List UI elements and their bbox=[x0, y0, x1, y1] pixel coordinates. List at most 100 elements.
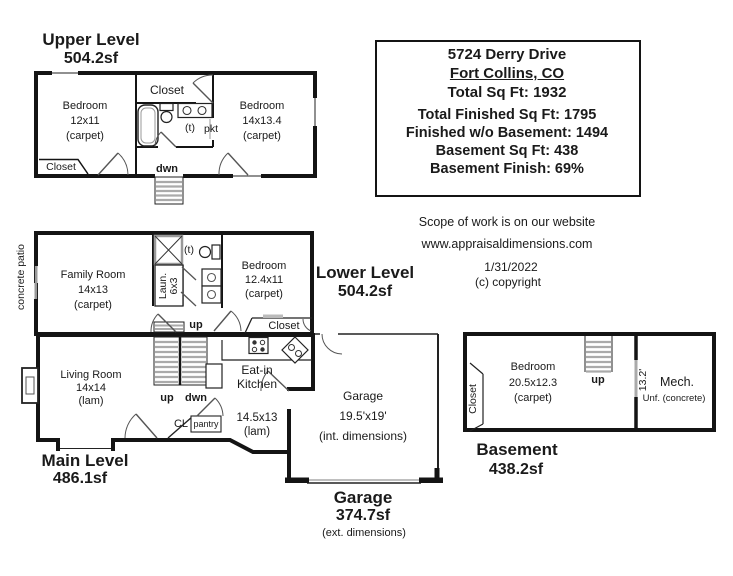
window-marks-upper bbox=[52, 70, 318, 179]
main-level-area: 486.1sf bbox=[52, 470, 108, 487]
kitchen-floor: (lam) bbox=[243, 426, 271, 438]
upper-bedroom-right-dims: 14x13.4 bbox=[242, 115, 282, 127]
washer-dryer-icon bbox=[201, 268, 222, 304]
closet-shelf-mark bbox=[263, 314, 283, 318]
patio-door bbox=[33, 266, 39, 299]
lower-level-title: Lower Level bbox=[315, 263, 415, 282]
upper-level-area: 504.2sf bbox=[63, 50, 119, 67]
stairs-icon-basement bbox=[584, 336, 613, 373]
family-room-dims: 14x13 bbox=[78, 284, 108, 296]
basement-closet-label: Closet bbox=[467, 384, 480, 414]
kitchen-counter bbox=[221, 340, 312, 361]
info-basement-finish: Basement Finish: 69% bbox=[430, 161, 584, 177]
upper-bedroom-left-floor: (carpet) bbox=[66, 130, 104, 142]
basement-closet-walls bbox=[469, 362, 484, 432]
upper-bedroom-right-floor: (carpet) bbox=[243, 130, 281, 142]
laundry-room-box bbox=[154, 264, 184, 307]
mech-unfinished-note: Unf. (concrete) bbox=[642, 393, 706, 404]
lower-bedroom-dims: 12.4x11 bbox=[244, 274, 284, 286]
upper-level-title: Upper Level bbox=[42, 30, 140, 49]
kitchen-dims: 14.5x13 bbox=[236, 412, 278, 424]
lower-stairs-label: up bbox=[189, 319, 203, 331]
garage-room-dims: 19.5'x19' bbox=[339, 409, 387, 423]
laundry-dims: 6x3 bbox=[168, 277, 181, 295]
info-total: Total Sq Ft: 1932 bbox=[447, 84, 567, 101]
website-text: www.appraisaldimensions.com bbox=[421, 237, 593, 251]
garage-int-note: (int. dimensions) bbox=[318, 429, 408, 443]
main-stairs-down-label: dwn bbox=[185, 392, 207, 404]
kitchen-name-line2: Kitchen bbox=[236, 377, 278, 391]
pantry-label: pantry bbox=[193, 419, 219, 429]
stairs-up-stub bbox=[153, 321, 185, 333]
info-box-border bbox=[375, 40, 641, 197]
living-room-name: Living Room bbox=[60, 369, 122, 381]
upper-bedroom-right-name: Bedroom bbox=[239, 100, 285, 112]
lower-bedroom-floor: (carpet) bbox=[245, 288, 283, 300]
fireplace-icon bbox=[21, 367, 39, 404]
closet-angled-wall bbox=[167, 416, 193, 439]
bathtub-icon bbox=[137, 104, 159, 147]
pantry-box bbox=[190, 415, 222, 433]
toilet-icon bbox=[159, 102, 174, 124]
basement-bedroom-name: Bedroom bbox=[510, 361, 556, 373]
lower-level-plan bbox=[33, 231, 314, 336]
basement-stairs-label: up bbox=[591, 374, 605, 386]
stove-icon bbox=[248, 336, 269, 355]
upper-level-plan bbox=[34, 70, 318, 205]
basement-bedroom-floor: (carpet) bbox=[514, 392, 552, 404]
date-text: 1/31/2022 bbox=[484, 260, 538, 274]
family-room-floor: (carpet) bbox=[74, 299, 112, 311]
main-level-plan bbox=[21, 333, 315, 454]
scope-note: Scope of work is on our website bbox=[418, 215, 596, 229]
lower-bedroom-name: Bedroom bbox=[241, 260, 287, 272]
upper-closet-top-label: Closet bbox=[149, 83, 185, 97]
garage-area: 374.7sf bbox=[335, 507, 391, 524]
kitchen-sink-icon bbox=[281, 336, 309, 364]
shower-icon bbox=[153, 234, 184, 266]
garage-service-door-arc bbox=[321, 333, 343, 355]
upper-closet-left-label: Closet bbox=[46, 161, 76, 173]
bay-window-mark bbox=[60, 445, 111, 452]
toilet-icon-lower bbox=[198, 244, 221, 260]
info-city: Fort Collins, CO bbox=[449, 65, 565, 82]
info-basement-sqft: Basement Sq Ft: 438 bbox=[435, 143, 579, 159]
main-level-title: Main Level bbox=[41, 451, 129, 470]
upper-door-arcs bbox=[97, 74, 249, 176]
basement-depth-label: 13.2' bbox=[637, 368, 650, 392]
main-door-arcs bbox=[124, 370, 290, 439]
upper-pocket-door-label: pkt bbox=[203, 123, 219, 135]
lower-level-area: 504.2sf bbox=[337, 283, 393, 300]
main-closet-label: CL bbox=[173, 418, 189, 430]
basement-plan bbox=[463, 332, 716, 432]
upper-bedroom-left-name: Bedroom bbox=[62, 100, 108, 112]
lower-closet-label: Closet bbox=[268, 320, 300, 332]
info-finished: Total Finished Sq Ft: 1795 bbox=[417, 107, 597, 123]
lower-toilet-label: (t) bbox=[184, 244, 194, 256]
upper-bedroom-left-dims: 12x11 bbox=[70, 115, 100, 127]
stairs-down-icon bbox=[154, 176, 184, 205]
garage-room-name: Garage bbox=[342, 389, 384, 403]
fridge-icon bbox=[205, 363, 223, 389]
upper-toilet-label: (t) bbox=[185, 122, 195, 134]
main-stairs-up-label: up bbox=[160, 392, 174, 404]
stairs-icon-main bbox=[153, 336, 208, 386]
family-room-name: Family Room bbox=[60, 269, 126, 281]
lower-door-arcs bbox=[150, 266, 312, 333]
basement-bedroom-dims: 20.5x12.3 bbox=[508, 377, 558, 389]
upper-stairs-label: dwn bbox=[156, 163, 178, 175]
info-finished-wo-basement: Finished w/o Basement: 1494 bbox=[405, 125, 609, 141]
living-room-floor: (lam) bbox=[78, 395, 104, 407]
kitchen-name-line1: Eat-in bbox=[241, 363, 273, 377]
closet-wall bbox=[39, 158, 89, 175]
basement-area: 438.2sf bbox=[488, 461, 544, 478]
living-room-dims: 14x14 bbox=[76, 382, 106, 394]
vanity-sinks-icon bbox=[177, 102, 213, 119]
garage-title: Garage bbox=[333, 488, 393, 507]
mech-room-label: Mech. bbox=[659, 375, 695, 389]
info-address: 5724 Derry Drive bbox=[447, 46, 567, 63]
garage-ext-note: (ext. dimensions) bbox=[322, 527, 406, 539]
concrete-patio-label: concrete patio bbox=[15, 244, 28, 310]
copyright-text: (c) copyright bbox=[474, 275, 542, 289]
